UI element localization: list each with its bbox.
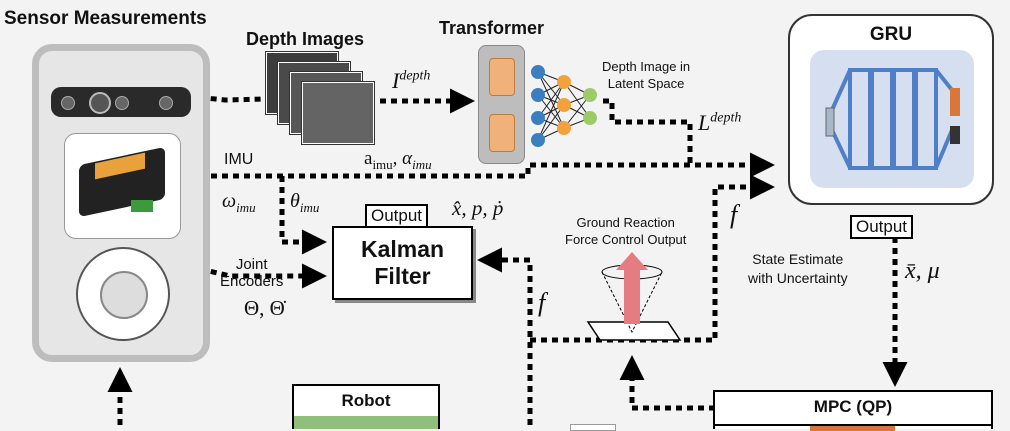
robot-title: Robot — [341, 391, 391, 410]
grf-label: Ground Reaction Force Control Output — [565, 215, 687, 247]
wire-mpc-grf — [619, 355, 715, 411]
l-depth-label: Ldepth — [698, 110, 742, 135]
kalman-filter-block: Kalman Filter — [332, 226, 473, 300]
gru-output-box: Output — [850, 215, 914, 239]
mpc-block: MPC (QP) — [713, 390, 993, 431]
f-left-label: f — [538, 288, 546, 317]
sensor-measurements-title: Sensor Measurements — [4, 8, 207, 29]
kalman-line2: Filter — [374, 263, 431, 289]
mpc-title: MPC (QP) — [813, 397, 893, 416]
omega-imu-label: ωimu — [222, 190, 256, 215]
wire-imu-gru — [178, 152, 775, 179]
latent-space-label: Depth Image in Latent Space — [602, 59, 691, 91]
imu-label: IMU — [224, 151, 254, 168]
kalman-output-box: Output — [365, 204, 429, 228]
sensor-panel — [32, 44, 210, 362]
bottom-partial-box — [570, 424, 616, 431]
grf-cone-icon — [586, 252, 682, 341]
neural-net-icon — [531, 65, 597, 147]
theta-imu-label: θimu — [290, 190, 320, 215]
depth-image-stack — [266, 52, 386, 152]
gru-network-icon — [810, 50, 974, 188]
robot-image — [294, 416, 438, 429]
gru-title: GRU — [869, 24, 913, 45]
wire-imu-kalman — [279, 176, 327, 255]
joint-encoder-icon — [76, 247, 170, 341]
joint-vars-label: Θ, Θ̇ — [244, 296, 285, 320]
gru-panel: GRU — [788, 14, 994, 205]
wire-latent-down — [603, 98, 693, 163]
a-imu-label: aimu, αimu — [364, 148, 432, 172]
kalman-output-vars: x̂, p, ṗ — [452, 196, 504, 220]
transformer-title: Transformer — [439, 18, 545, 38]
state-estimate-label: State Estimate with Uncertainty — [748, 251, 848, 286]
wire-f-kalman — [477, 247, 533, 425]
joint-encoders-label: Joint Encoders — [220, 256, 284, 290]
depth-camera-icon — [51, 87, 191, 117]
imu-sensor-icon — [64, 133, 181, 239]
kalman-line1: Kalman — [360, 236, 445, 262]
f-right-label: f — [730, 200, 738, 229]
transformer-block — [478, 45, 525, 164]
depth-images-title: Depth Images — [246, 29, 365, 49]
state-vars-label: x̄, μ — [905, 258, 940, 284]
i-depth-label: Idepth — [392, 68, 431, 93]
robot-block: Robot — [292, 384, 440, 429]
